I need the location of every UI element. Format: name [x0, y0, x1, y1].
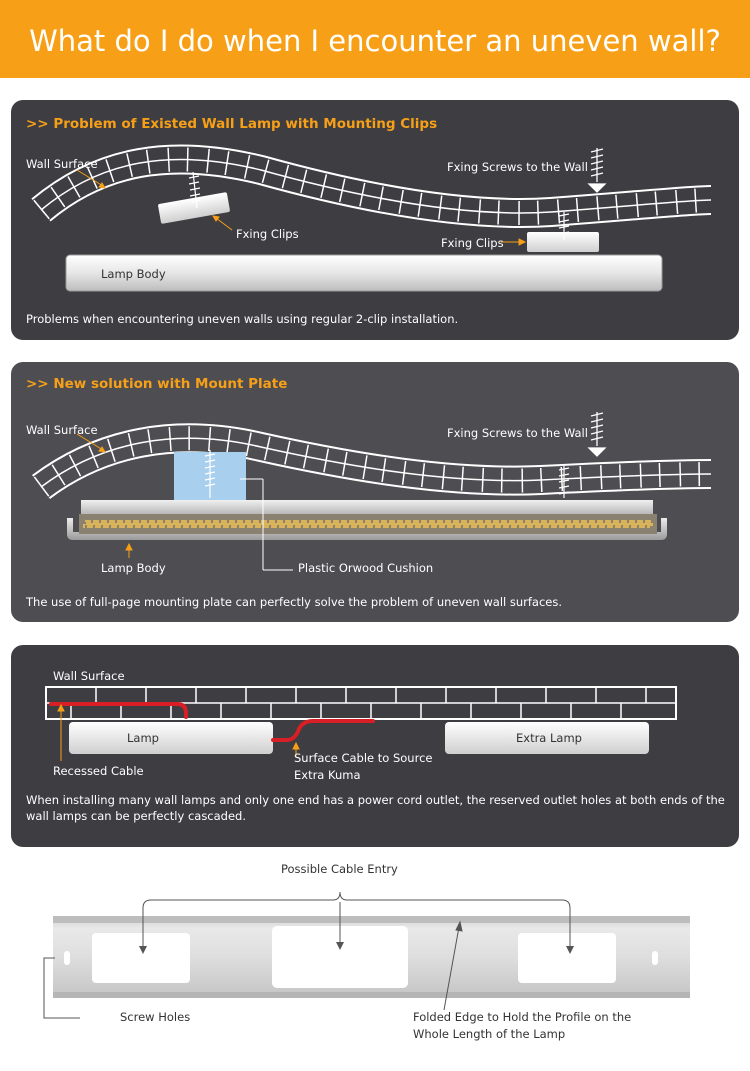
folded-edge-label-line2: Whole Length of the Lamp: [413, 1027, 566, 1041]
screw-holes-label: Screw Holes: [120, 1010, 191, 1024]
mounting-plate: [81, 500, 653, 514]
screw-icon: [587, 412, 607, 457]
fixing-clips-label-left: Fxing Clips: [236, 227, 299, 241]
folded-edge-bottom: [53, 992, 690, 998]
led-row: [83, 520, 653, 528]
cushion-leader: [240, 478, 293, 571]
cascade-description: When installing many wall lamps and only…: [26, 793, 725, 823]
lamp-housing: [67, 518, 667, 540]
folded-edge-top: [53, 916, 690, 923]
wall-surface-label: Wall Surface: [53, 669, 125, 683]
mounting-clip-right: [527, 232, 599, 252]
header-banner: What do I do when I encounter an uneven …: [0, 0, 750, 78]
screw-icon: [188, 171, 202, 209]
leader-arrow: [76, 433, 133, 558]
extra-lamp: [445, 722, 649, 754]
screw-icon: [204, 450, 216, 498]
fixing-screws-label: Fxing Screws to the Wall: [447, 160, 588, 174]
fixing-clips-label-right: Fxing Clips: [441, 236, 504, 250]
folded-edge-label-line1: Folded Edge to Hold the Profile on the: [413, 1010, 632, 1024]
lamp-body-label: Lamp Body: [101, 561, 166, 575]
recessed-cable-label: Recessed Cable: [53, 764, 144, 778]
wavy-wall: [31, 144, 712, 228]
arrow-head-icon: [139, 942, 574, 954]
screw-hole-right: [652, 951, 658, 965]
lamp-label: Lamp: [127, 731, 159, 745]
extra-lamp-label: Extra Lamp: [516, 731, 582, 745]
solution-panel: >> New solution with Mount Plate: [11, 362, 739, 622]
screw-icon: [558, 212, 570, 240]
cable-entry-center: [272, 926, 408, 988]
lamp: [69, 722, 273, 754]
cable-entry-label: Possible Cable Entry: [281, 862, 398, 876]
cable-line: [49, 702, 375, 742]
problem-description: Problems when encountering uneven walls …: [26, 312, 459, 326]
surface-cable-label-line2: Extra Kuma: [294, 768, 361, 782]
solution-title: >> New solution with Mount Plate: [26, 376, 288, 392]
folded-edge-leader: [443, 920, 463, 1011]
page-title: What do I do when I encounter an uneven …: [29, 24, 721, 58]
lamp-body-label: Lamp Body: [101, 267, 166, 281]
problem-diagram: [31, 144, 712, 292]
led-row: [80, 517, 656, 531]
solution-description: The use of full-page mounting plate can …: [26, 595, 563, 609]
cushion-label: Plastic Orwood Cushion: [298, 561, 434, 575]
wall-surface-label: Wall Surface: [26, 157, 98, 171]
profile-diagram: [43, 891, 690, 1019]
screw-hole-left: [64, 951, 70, 965]
leader-arrow: [76, 169, 527, 246]
cable-entry-left: [92, 933, 190, 983]
lamp-body: [65, 254, 663, 292]
cascade-diagram: [45, 686, 677, 761]
surface-cable-label-line1: Surface Cable to Source: [294, 751, 433, 765]
solution-diagram: [32, 412, 712, 571]
profile-section: Possible Cable Entry Screw Holes Folded …: [0, 850, 750, 1071]
wall-surface-label: Wall Surface: [26, 423, 98, 437]
fixing-screws-label: Fxing Screws to the Wall: [447, 426, 588, 440]
problem-panel: >> Problem of Existed Wall Lamp with Mou…: [11, 100, 739, 340]
screw-icon: [587, 148, 607, 193]
mounting-clip-left: [158, 192, 230, 224]
screw-icon: [558, 466, 570, 498]
cable-entry-right: [518, 933, 616, 983]
screw-holes-leader: [43, 957, 80, 1019]
wavy-wall: [32, 423, 712, 500]
leader-arrow: [57, 703, 300, 761]
cable-entry-bracket: [142, 891, 571, 950]
cascade-panel: Wall Surface Lamp Extra Lamp Recessed Ca…: [11, 645, 739, 847]
problem-title: >> Problem of Existed Wall Lamp with Mou…: [26, 116, 438, 132]
